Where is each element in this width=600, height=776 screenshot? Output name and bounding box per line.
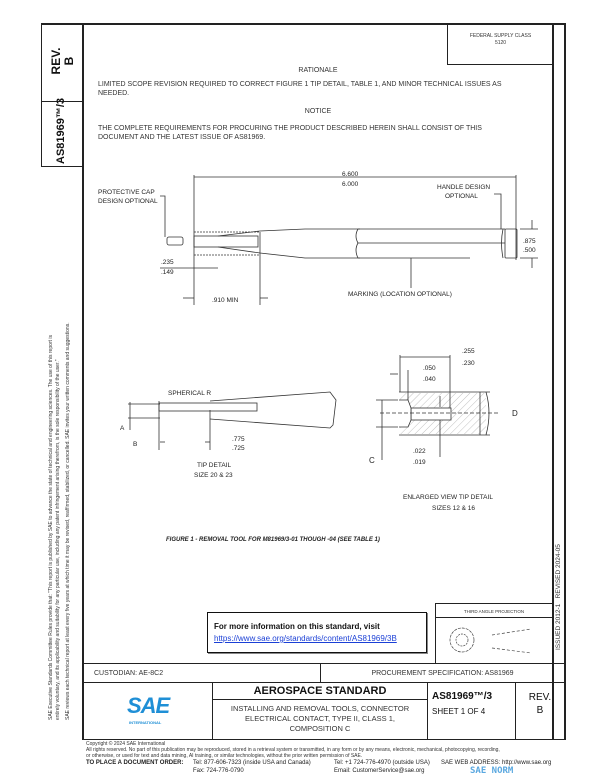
frame-right [564,23,566,740]
procurement-box: PROCUREMENT SPECIFICATION: AS81969 [320,663,565,683]
rev-value: B [536,705,544,716]
rights-line: All rights reserved. No part of this pub… [86,747,500,753]
projection-symbol-icon [449,627,532,654]
frame-left [82,23,84,740]
docnum-box: AS81969™/3 SHEET 1 OF 4 [427,682,516,740]
label-a: A [120,425,125,432]
dim-tip-len-max: .775 [232,436,245,443]
web-address[interactable]: SAE WEB ADDRESS: http://www.sae.org [441,760,552,766]
label-b: B [133,441,137,448]
issued-date: ISSUED 2012-1 [555,603,562,650]
dim-e2-min: .040 [423,376,436,383]
label-d: D [512,409,518,418]
label-handle-design: HANDLE DESIGN [437,184,490,191]
label-tip-sizes: SIZE 20 & 23 [194,472,233,479]
standard-link[interactable]: https://www.sae.org/standards/content/AS… [214,634,397,643]
label-c: C [369,456,375,465]
custodian: CUSTODIAN: AE-8C2 [94,670,164,677]
email[interactable]: Email: CustomerService@sae.org [334,768,425,774]
sheet-number: SHEET 1 OF 4 [432,707,486,716]
tel-usa: Tel: 877-606-7323 (inside USA and Canada… [193,760,311,766]
fax: Fax: 724-776-0790 [193,768,244,774]
sae-logo-sub: INTERNATIONAL [129,720,162,725]
label-spherical-r: SPHERICAL R [168,390,211,397]
dim-e2-max: .050 [423,365,436,372]
procurement-spec: PROCUREMENT SPECIFICATION: AS81969 [371,670,514,677]
dim-e1-min: .230 [462,360,475,367]
dim-length-max: 6.600 [342,171,359,178]
fsc-label: FEDERAL SUPPLY CLASS [469,33,532,39]
dim-dia-min: .500 [523,247,536,254]
title-box: AEROSPACE STANDARD INSTALLING AND REMOVA… [212,682,428,740]
rationale-heading: RATIONALE [298,67,338,74]
custodian-box: CUSTODIAN: AE-8C2 [83,663,321,683]
dim-e1-max: .255 [462,348,475,355]
notice-heading: NOTICE [304,108,332,115]
label-handle-optional: OPTIONAL [445,193,478,200]
rationale-text: LIMITED SCOPE REVISION REQUIRED TO CORRE… [98,81,502,97]
label-protective-cap: PROTECTIVE CAP [98,189,155,196]
rev-box: REV. B [515,682,565,740]
dim-tip-max: .235 [161,259,174,266]
figure-caption: FIGURE 1 - REMOVAL TOOL FOR M81969/3-01 … [166,537,380,543]
dim-length-min: 6.000 [342,181,359,188]
label-enlarged-view: ENLARGED VIEW TIP DETAIL [403,494,493,501]
label-design-optional: DESIGN OPTIONAL [98,198,158,205]
watermark: SAE NORM [470,766,514,776]
rev-label: REV. [528,692,552,703]
dim-tip-len-min: .725 [232,445,245,452]
info-text: For more information on this standard, v… [214,622,380,631]
title-line: COMPOSITION C [289,724,351,733]
label-marking: MARKING (LOCATION OPTIONAL) [348,291,452,298]
doc-number: AS81969™/3 [432,691,493,702]
label-tip-detail: TIP DETAIL [197,462,231,469]
projection-label: THIRD ANGLE PROJECTION [463,609,525,614]
fsc-value: 5120 [494,40,507,46]
notice-text: THE COMPLETE REQUIREMENTS FOR PROCURING … [98,125,482,141]
footer: Copyright © 2024 SAE International All r… [86,741,566,759]
copyright: Copyright © 2024 SAE International [86,741,166,747]
fsc-box: FEDERAL SUPPLY CLASS 5120 [447,23,553,65]
side-docnum-box: AS81969™/3 [41,98,84,167]
logo-box: SAE INTERNATIONAL [83,682,213,740]
dim-tip-min: .149 [161,269,174,276]
aerospace-standard-header: AEROSPACE STANDARD [253,685,387,697]
dim-e3-max: .022 [413,448,426,455]
tel-intl: Tel: +1 724-776-4970 (outside USA) [334,760,430,766]
dim-dia-max: .875 [523,238,536,245]
sae-logo: SAE [127,693,170,718]
frame-top [41,23,565,25]
frame-right-inner [552,23,554,740]
projection-box: THIRD ANGLE PROJECTION [435,603,553,664]
figure-1-drawing: PROTECTIVE CAP DESIGN OPTIONAL 6.600 6.0… [98,171,538,543]
order-label: TO PLACE A DOCUMENT ORDER: [86,760,184,766]
rights-line: or otherwise, or used for text and data … [86,753,363,759]
info-box: For more information on this standard, v… [207,612,427,653]
label-enlarged-sizes: SIZES 12 & 16 [432,505,475,512]
dim-e3-min: .019 [413,459,426,466]
dim-min-length: .910 MIN [212,297,239,304]
title-line: ELECTRICAL CONTACT, TYPE II, CLASS 1, [245,714,395,723]
title-line: INSTALLING AND REMOVAL TOOLS, CONNECTOR [230,704,410,713]
